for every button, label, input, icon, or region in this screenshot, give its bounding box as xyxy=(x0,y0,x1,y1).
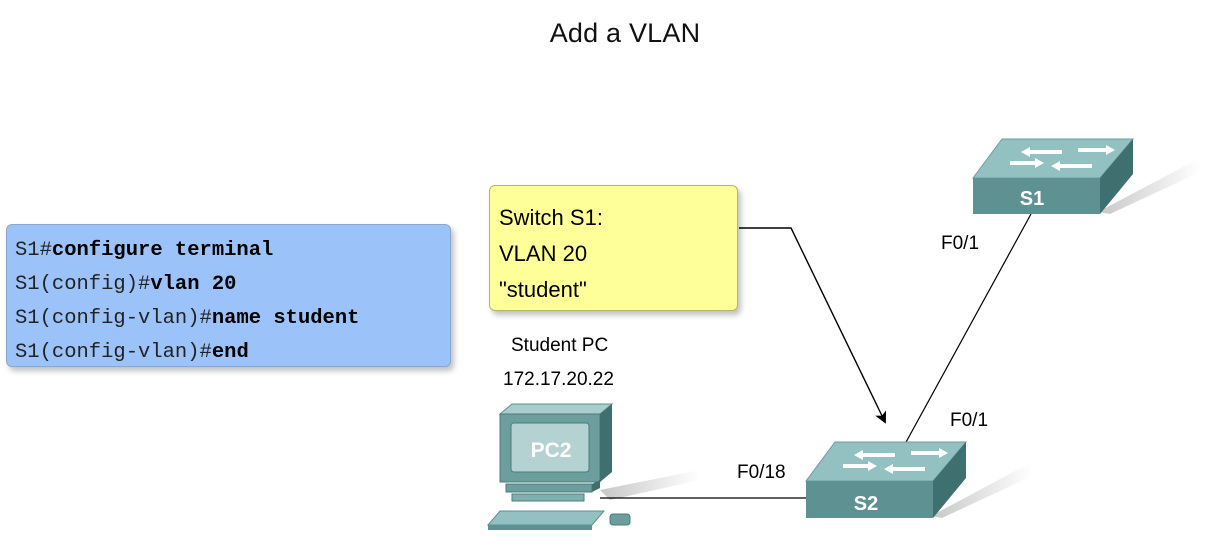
switch-s2-icon xyxy=(805,441,1032,518)
cli-command: vlan 20 xyxy=(150,273,237,296)
cli-command: name student xyxy=(211,307,360,330)
cli-prompt: S1# xyxy=(15,239,52,262)
note-line: VLAN 20 xyxy=(499,241,588,266)
cli-command: configure terminal xyxy=(51,239,274,262)
pc-workstation-icon xyxy=(486,403,700,530)
cli-line: S1(config)#vlan 20 xyxy=(15,268,450,302)
cli-prompt: S1(config-vlan)# xyxy=(15,307,212,330)
cli-line: S1(config-vlan)#name student xyxy=(15,302,450,336)
note-line: Switch S1: xyxy=(499,205,603,230)
switch-s1-icon xyxy=(972,138,1200,214)
cli-command-box: S1#configure terminal S1(config)#vlan 20… xyxy=(6,224,451,367)
cli-line: S1#configure terminal xyxy=(15,234,450,268)
cli-prompt: S1(config-vlan)# xyxy=(15,341,212,364)
page-title: Add a VLAN xyxy=(549,18,701,48)
link-s1-s2 xyxy=(904,213,1032,445)
port-label-s2-f0-1: F0/1 xyxy=(950,410,989,431)
cli-prompt: S1(config)# xyxy=(15,273,151,296)
callout-note: Switch S1: VLAN 20 "student" xyxy=(489,185,738,311)
cli-line: S1(config-vlan)#end xyxy=(15,336,450,370)
pc-caption: Student PC xyxy=(511,335,609,356)
switch-s2-label: S2 xyxy=(854,493,878,515)
callout-pointer-arrow xyxy=(739,227,887,424)
note-line: "student" xyxy=(499,277,587,302)
port-label-s2-f0-18: F0/18 xyxy=(737,462,786,483)
port-label-s1-f0-1: F0/1 xyxy=(941,233,980,254)
switch-s1-label: S1 xyxy=(1020,188,1044,210)
pc-label: PC2 xyxy=(531,439,572,462)
cli-command: end xyxy=(211,341,249,364)
pc-ip-address: 172.17.20.22 xyxy=(503,369,614,390)
